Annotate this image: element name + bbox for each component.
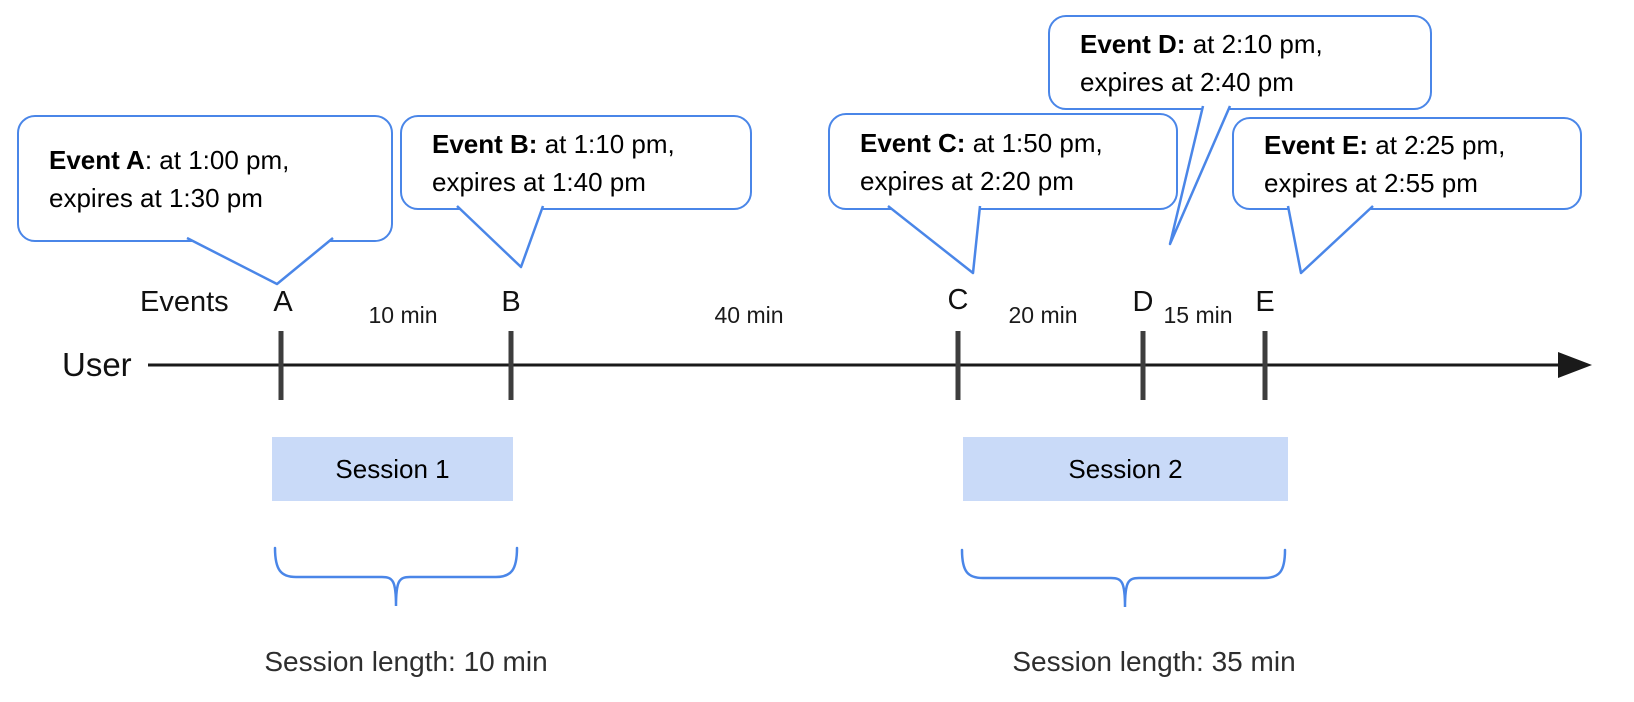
event-a-title: Event A bbox=[49, 144, 145, 175]
session-1-length-caption: Session length: 10 min bbox=[264, 646, 548, 677]
bubble-line1: Event E: at 2:25 pm, bbox=[1264, 126, 1572, 164]
event-d-title: Event D: bbox=[1080, 28, 1186, 59]
event-c-bubble-tail bbox=[887, 205, 982, 275]
interval-c-d: 20 min bbox=[1008, 302, 1078, 328]
user-axis-label: User bbox=[62, 346, 132, 383]
event-a-bubble: Event A: at 1:00 pm, expires at 1:30 pm bbox=[17, 115, 393, 242]
event-e-expiry: expires at 2:55 pm bbox=[1264, 167, 1478, 198]
session-1-box: Session 1 bbox=[272, 437, 513, 501]
session-2-length-caption: Session length: 35 min bbox=[1012, 646, 1296, 677]
event-e-bubble: Event E: at 2:25 pm, expires at 2:55 pm bbox=[1232, 117, 1582, 210]
tick-a bbox=[278, 331, 284, 400]
tick-label-e: E bbox=[1255, 286, 1275, 318]
session-2-brace bbox=[960, 548, 1287, 608]
event-d-bubble: Event D: at 2:10 pm, expires at 2:40 pm bbox=[1048, 15, 1432, 110]
tick-e bbox=[1262, 331, 1268, 400]
event-e-time: at 2:25 pm, bbox=[1368, 129, 1506, 160]
event-b-time: at 1:10 pm, bbox=[537, 128, 675, 159]
event-b-bubble: Event B: at 1:10 pm, expires at 1:40 pm bbox=[400, 115, 752, 210]
timeline-arrowhead-icon bbox=[1558, 352, 1592, 378]
tick-label-a: A bbox=[273, 286, 293, 318]
session-2-box: Session 2 bbox=[963, 437, 1288, 501]
session-1-brace bbox=[273, 546, 519, 607]
tick-b bbox=[508, 331, 514, 400]
session-1-label: Session 1 bbox=[335, 453, 450, 484]
interval-b-c: 40 min bbox=[714, 302, 784, 328]
interval-d-e: 15 min bbox=[1163, 302, 1233, 328]
event-c-bubble: Event C: at 1:50 pm, expires at 2:20 pm bbox=[828, 113, 1178, 210]
bubble-line1: Event D: at 2:10 pm, bbox=[1080, 25, 1422, 63]
event-c-expiry: expires at 2:20 pm bbox=[860, 165, 1074, 196]
tick-label-c: C bbox=[947, 284, 969, 316]
event-a-time: : at 1:00 pm, bbox=[144, 144, 290, 175]
interval-a-b: 10 min bbox=[368, 302, 438, 328]
event-e-bubble-tail bbox=[1286, 205, 1374, 275]
event-c-time: at 1:50 pm, bbox=[965, 127, 1103, 158]
event-d-expiry: expires at 2:40 pm bbox=[1080, 66, 1294, 97]
tick-d bbox=[1140, 331, 1146, 400]
event-d-bubble-tail bbox=[1168, 105, 1232, 246]
event-a-expiry: expires at 1:30 pm bbox=[49, 182, 263, 213]
tick-c bbox=[955, 331, 961, 400]
event-d-time: at 2:10 pm, bbox=[1185, 28, 1323, 59]
event-a-bubble-tail bbox=[186, 236, 334, 286]
event-b-title: Event B: bbox=[432, 128, 538, 159]
bubble-line1: Event C: at 1:50 pm, bbox=[860, 124, 1168, 162]
session-2-label: Session 2 bbox=[1068, 453, 1183, 484]
events-axis-label: Events bbox=[140, 286, 229, 318]
tick-label-b: B bbox=[501, 286, 521, 318]
bubble-line1: Event B: at 1:10 pm, bbox=[432, 125, 742, 163]
tick-label-d: D bbox=[1132, 286, 1154, 318]
bubble-line1: Event A: at 1:00 pm, bbox=[49, 141, 383, 179]
event-e-title: Event E: bbox=[1264, 129, 1369, 160]
event-c-title: Event C: bbox=[860, 127, 966, 158]
event-b-bubble-tail bbox=[456, 205, 545, 269]
event-b-expiry: expires at 1:40 pm bbox=[432, 166, 646, 197]
